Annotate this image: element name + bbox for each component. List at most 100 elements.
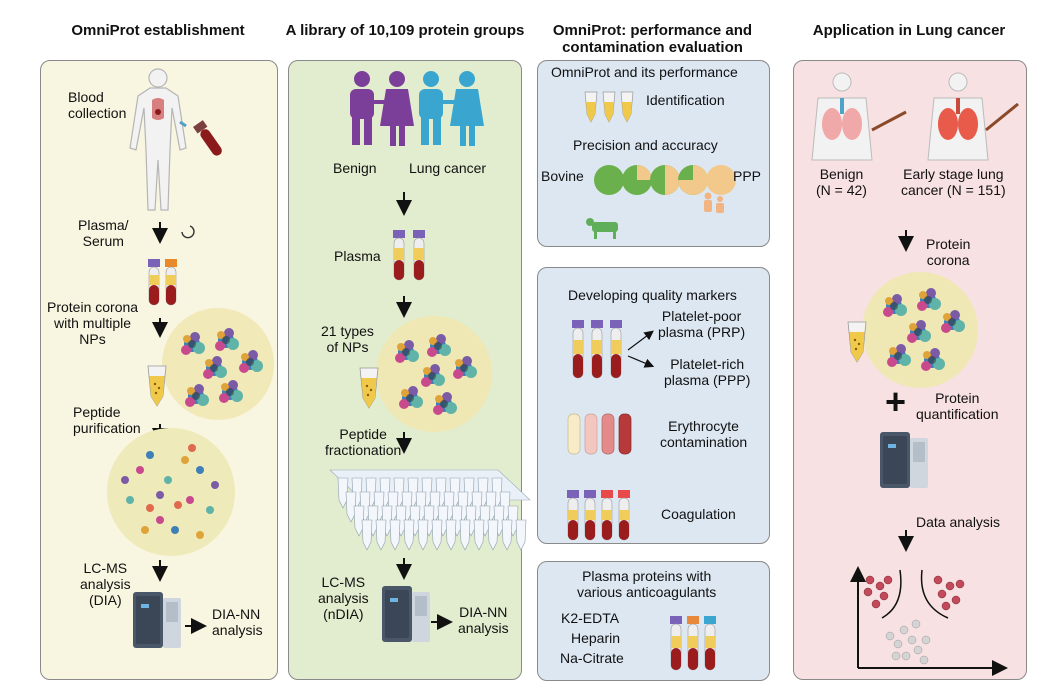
ppp-label: PPP	[733, 168, 762, 184]
plasma-serum-label: Plasma/ Serum	[78, 217, 129, 249]
lcms2-line3: (nDIA)	[323, 606, 364, 622]
benign-n-label: Benign (N = 42)	[816, 166, 867, 198]
fraction-tube	[375, 519, 387, 551]
panel-performance	[537, 60, 770, 247]
lcms-line2: analysis	[80, 576, 131, 592]
pie-4	[678, 165, 708, 195]
nps-label: 21 types of NPs	[321, 323, 374, 355]
panel-anticoagulants	[537, 561, 770, 681]
cancer4-line1: Early stage lung	[903, 166, 1004, 182]
benign-label: Benign	[333, 160, 377, 176]
corona-line1: Protein corona	[47, 299, 139, 315]
dia-nn-label: DIA-NN analysis	[212, 606, 263, 638]
nps-line2: of NPs	[326, 339, 369, 355]
dia-line1: DIA-NN	[212, 606, 261, 622]
fraction-tube	[487, 519, 499, 551]
frac-line1: Peptide	[339, 426, 387, 442]
pie-1	[594, 165, 624, 195]
prp-line2: plasma (PRP)	[658, 324, 746, 340]
fraction-tube	[501, 519, 513, 551]
fraction-tube	[345, 491, 357, 523]
quantification-label: Protein quantification	[916, 390, 999, 422]
lcms-line3: (DIA)	[88, 592, 122, 608]
pie-5	[706, 165, 736, 195]
plasma-label: Plasma	[334, 248, 381, 264]
lcms2-line1: LC-MS	[321, 574, 366, 590]
anticoag-line2: various anticoagulants	[577, 584, 717, 600]
fraction-tube	[361, 519, 373, 551]
col-title-library: A library of 10,109 protein groups	[285, 22, 525, 39]
heparin-label: Heparin	[571, 630, 621, 646]
col-title-performance-line1: OmniProt: performance and	[552, 22, 753, 39]
fraction-tube	[389, 519, 401, 551]
benign4-line2: (N = 42)	[816, 182, 867, 198]
pie-2	[622, 165, 652, 195]
bovine-label: Bovine	[541, 168, 584, 184]
col-title-performance-line2: contamination evaluation	[562, 39, 743, 56]
fraction-tube	[337, 477, 349, 509]
corona-line2: with multiple	[54, 315, 132, 331]
dia-nn2-label: DIA-NN analysis	[458, 604, 509, 636]
quality-markers-title: Developing quality markers	[568, 287, 737, 303]
peptide-line1: Peptide	[73, 404, 121, 420]
lcms-line1: LC-MS	[83, 560, 128, 576]
plus-sign: +	[885, 381, 907, 422]
prp-line1: Platelet-poor	[661, 308, 742, 324]
quant-line1: Protein	[935, 390, 980, 406]
corona4-line1: Protein	[926, 236, 971, 252]
col-title-application: Application in Lung cancer	[812, 22, 1006, 39]
plasma-line2: Serum	[82, 233, 124, 249]
peptide-line2: purification	[73, 420, 141, 436]
fractionation-label: Peptide fractionation	[325, 426, 401, 458]
performance-title: OmniProt and its performance	[551, 64, 738, 80]
fraction-tube	[459, 519, 471, 551]
cancer4-line2: cancer (N = 151)	[901, 182, 1006, 198]
ppp2-line2: plasma (PPP)	[664, 372, 751, 388]
nps-line1: 21 types	[321, 323, 374, 339]
anticoagulants-title: Plasma proteins with various anticoagula…	[577, 568, 716, 600]
lcms2-line2: analysis	[318, 590, 369, 606]
fraction-tube	[403, 519, 415, 551]
lung-cancer-label: Lung cancer	[409, 160, 487, 176]
corona-line3: NPs	[79, 331, 106, 347]
corona4-line2: corona	[926, 252, 970, 268]
fraction-tube	[353, 505, 365, 537]
ppp2-label: Platelet-rich plasma (PPP)	[664, 356, 750, 388]
k2-edta-label: K2-EDTA	[561, 610, 620, 626]
benign4-line1: Benign	[819, 166, 864, 182]
col-title-establishment: OmniProt establishment	[71, 22, 245, 39]
lcms-ndia-label: LC-MS analysis (nDIA)	[318, 574, 369, 622]
identification-label: Identification	[646, 92, 725, 108]
col-title-performance: OmniProt: performance and contamination …	[530, 22, 775, 56]
peptide-purification-label: Peptide purification	[73, 404, 141, 436]
precision-label: Precision and accuracy	[573, 137, 718, 153]
coagulation-label: Coagulation	[661, 506, 736, 522]
protein-corona-label: Protein corona with multiple NPs	[47, 299, 138, 347]
dia-line2: analysis	[212, 622, 263, 638]
plasma-line1: Plasma/	[78, 217, 129, 233]
cancer-n-label: Early stage lung cancer (N = 151)	[901, 166, 1006, 198]
dia2-line1: DIA-NN	[459, 604, 508, 620]
prp-label: Platelet-poor plasma (PRP)	[658, 308, 745, 340]
dia2-line2: analysis	[458, 620, 509, 636]
fraction-tube	[431, 519, 443, 551]
blood-line2: collection	[68, 105, 127, 121]
fraction-tube	[473, 519, 485, 551]
frac-line2: fractionation	[325, 442, 402, 458]
ery-line2: contamination	[660, 434, 748, 450]
pie-3	[650, 165, 680, 195]
ppp2-line1: Platelet-rich	[670, 356, 745, 372]
lcms-dia-label: LC-MS analysis (DIA)	[80, 560, 131, 608]
fraction-tube	[445, 519, 457, 551]
blood-line1: Blood	[68, 89, 104, 105]
anticoag-line1: Plasma proteins with	[582, 568, 712, 584]
data-analysis-label: Data analysis	[916, 514, 1001, 530]
protein-corona4-label: Protein corona	[926, 236, 970, 268]
panel-quality-markers	[537, 267, 770, 544]
blood-collection-label: Blood collection	[68, 89, 126, 121]
fraction-tube	[515, 519, 527, 551]
quant-line2: quantification	[916, 406, 999, 422]
na-citrate-label: Na-Citrate	[560, 650, 624, 666]
erythrocyte-label: Erythrocyte contamination	[660, 418, 747, 450]
